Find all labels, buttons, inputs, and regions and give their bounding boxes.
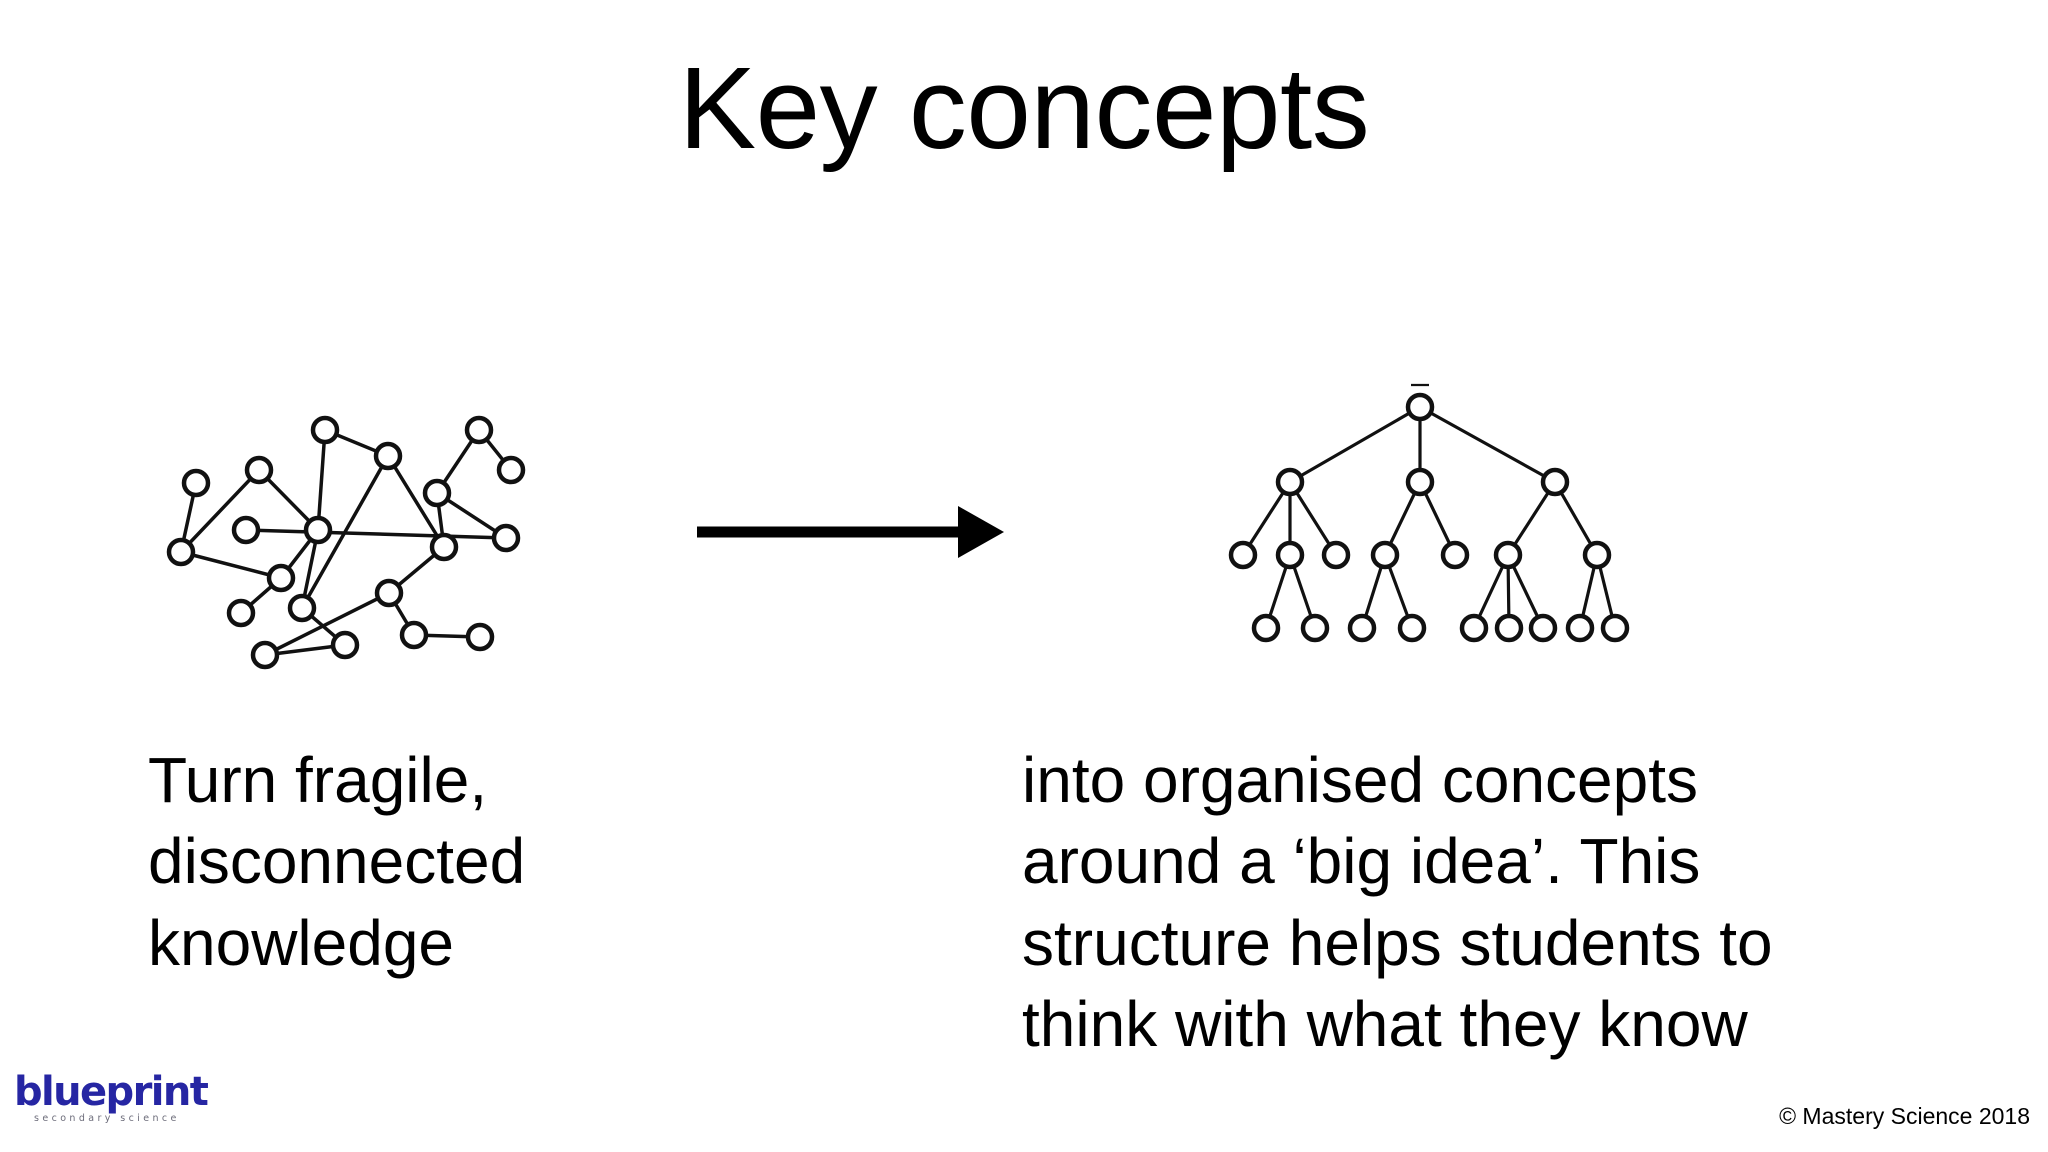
- tree-edge: [1288, 405, 1422, 484]
- network-edge: [257, 468, 320, 532]
- network-edge: [300, 528, 320, 610]
- network-edge: [412, 633, 482, 639]
- network-node: [244, 455, 274, 485]
- network-node: [266, 563, 296, 593]
- tree-edge: [1578, 553, 1599, 630]
- network-edge: [323, 428, 390, 458]
- tree-node: [1321, 540, 1351, 570]
- network-edge: [239, 576, 283, 615]
- network-edge: [316, 428, 327, 532]
- tree-node: [1493, 540, 1523, 570]
- network-node: [399, 620, 429, 650]
- tree-node: [1600, 613, 1630, 643]
- tree-node: [1275, 540, 1305, 570]
- tree-edge: [1506, 553, 1511, 630]
- network-node: [491, 523, 521, 553]
- transformation-arrow: [697, 506, 1004, 558]
- network-edge: [387, 545, 446, 595]
- tree-node: [1565, 613, 1595, 643]
- caption-left-text: Turn fragile, disconnected knowledge: [148, 744, 526, 979]
- tree-edge: [1418, 405, 1557, 484]
- tree-edge: [1595, 553, 1617, 630]
- network-node: [310, 415, 340, 445]
- network-edge: [179, 468, 261, 554]
- network-node: [287, 593, 317, 623]
- network-node: [374, 578, 404, 608]
- blueprint-logo: blueprint secondary science: [14, 1072, 214, 1134]
- network-edge: [386, 454, 446, 549]
- tree-node: [1228, 540, 1258, 570]
- tree-node: [1347, 613, 1377, 643]
- tree-node: [1300, 613, 1330, 643]
- tree-edge: [1506, 553, 1545, 630]
- network-node: [465, 622, 495, 652]
- tree-node: [1540, 467, 1570, 497]
- tree-edges: [1241, 405, 1617, 630]
- network-edge: [477, 428, 513, 472]
- network-edge: [435, 428, 481, 495]
- organised-concepts-tree-diagram: [1228, 383, 1630, 643]
- tree-edge: [1264, 553, 1292, 630]
- network-nodes: [166, 415, 526, 670]
- network-node: [373, 441, 403, 471]
- network-edges: [179, 428, 513, 657]
- tree-node: [1397, 613, 1427, 643]
- tree-nodes: [1228, 392, 1630, 643]
- network-edge: [435, 491, 446, 549]
- tree-node: [1405, 392, 1435, 422]
- caption-right-text: into organised concepts around a ‘big id…: [1022, 744, 1773, 1060]
- tree-node: [1582, 540, 1612, 570]
- network-node: [464, 415, 494, 445]
- tree-edge: [1288, 553, 1317, 630]
- network-node: [231, 515, 261, 545]
- blueprint-wordmark: blueprint: [14, 1069, 209, 1115]
- tree-node: [1528, 613, 1558, 643]
- fragile-knowledge-network-diagram: [166, 415, 526, 670]
- network-node: [226, 598, 256, 628]
- network-node: [181, 468, 211, 498]
- tree-node: [1459, 613, 1489, 643]
- network-node: [250, 640, 280, 670]
- network-edge: [279, 528, 320, 580]
- tree-node: [1370, 540, 1400, 570]
- blueprint-tagline: secondary science: [34, 1113, 180, 1124]
- network-edge: [179, 481, 198, 554]
- tree-edge: [1553, 480, 1599, 557]
- network-edge: [263, 643, 347, 657]
- network-edge: [263, 591, 391, 657]
- network-edge: [179, 550, 283, 580]
- tree-node: [1440, 540, 1470, 570]
- tree-edge: [1472, 553, 1510, 630]
- tree-edge: [1241, 480, 1292, 557]
- tree-edge: [1383, 553, 1414, 630]
- tree-edge: [1288, 480, 1338, 557]
- network-node: [166, 537, 196, 567]
- tree-edge: [1418, 480, 1457, 557]
- page-title: Key concepts: [678, 43, 1370, 173]
- network-edge: [387, 591, 416, 637]
- network-node: [330, 630, 360, 660]
- copyright-notice: © Mastery Science 2018: [1779, 1103, 2030, 1129]
- tree-edge: [1506, 480, 1557, 557]
- tree-node: [1275, 467, 1305, 497]
- arrow-head-icon: [958, 506, 1004, 558]
- network-node: [422, 478, 452, 508]
- network-edge: [300, 606, 347, 647]
- tree-node: [1405, 467, 1435, 497]
- tree-edge: [1360, 553, 1387, 630]
- network-node: [303, 515, 333, 545]
- network-node: [429, 532, 459, 562]
- tree-node: [1251, 613, 1281, 643]
- tree-node: [1494, 613, 1524, 643]
- network-edge: [244, 528, 508, 540]
- network-edge: [435, 491, 508, 540]
- network-node: [496, 455, 526, 485]
- tree-edge: [1383, 480, 1422, 557]
- network-edge: [300, 454, 390, 610]
